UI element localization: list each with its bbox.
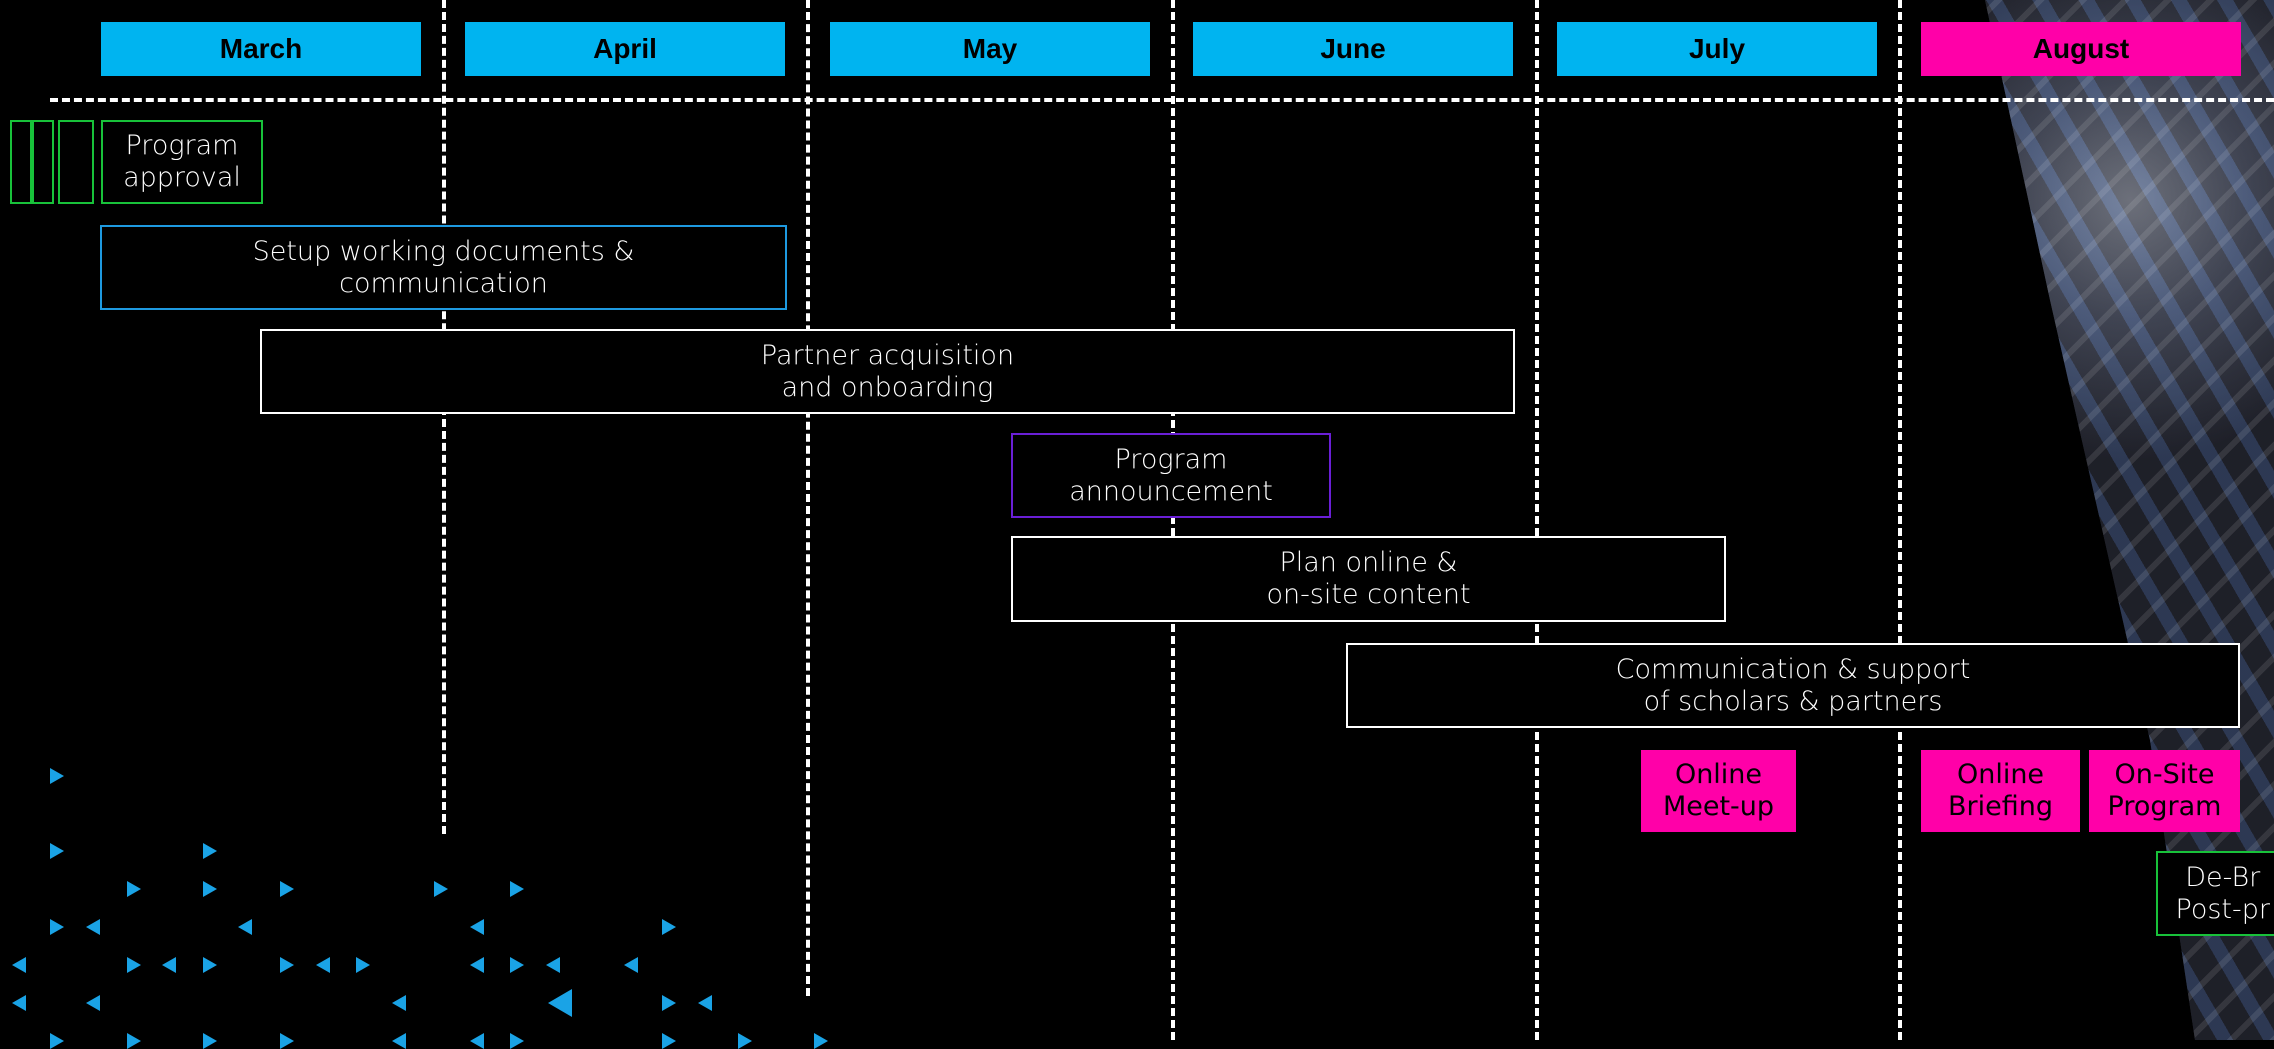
- task-program-announcement: Program announcement: [1011, 433, 1331, 518]
- task-debrief: De-Br Post-pr: [2156, 851, 2274, 936]
- month-separator: [1535, 0, 1539, 1040]
- month-header-may: May: [830, 22, 1150, 76]
- approval-marker: [32, 120, 54, 204]
- month-header-march: March: [101, 22, 421, 76]
- event-online-briefing: Online Briefing: [1921, 750, 2080, 832]
- event-online-meetup: Online Meet-up: [1641, 750, 1796, 832]
- task-partner-acquisition: Partner acquisition and onboarding: [260, 329, 1515, 414]
- task-communication-support: Communication & support of scholars & pa…: [1346, 643, 2240, 728]
- task-plan-content: Plan online & on-site content: [1011, 536, 1726, 622]
- task-setup-documents: Setup working documents & communication: [100, 225, 787, 310]
- month-separator: [806, 0, 810, 996]
- month-header-june: June: [1193, 22, 1513, 76]
- approval-marker: [10, 120, 32, 204]
- month-header-july: July: [1557, 22, 1877, 76]
- task-program-approval: Program approval: [101, 120, 263, 204]
- event-onsite-program: On-Site Program: [2089, 750, 2240, 832]
- month-separator: [1171, 0, 1175, 1040]
- month-separator: [1898, 0, 1902, 1040]
- timeline-divider: [50, 98, 2274, 102]
- month-header-april: April: [465, 22, 785, 76]
- approval-marker: [58, 120, 94, 204]
- month-separator: [442, 0, 446, 834]
- month-header-august: August: [1921, 22, 2241, 76]
